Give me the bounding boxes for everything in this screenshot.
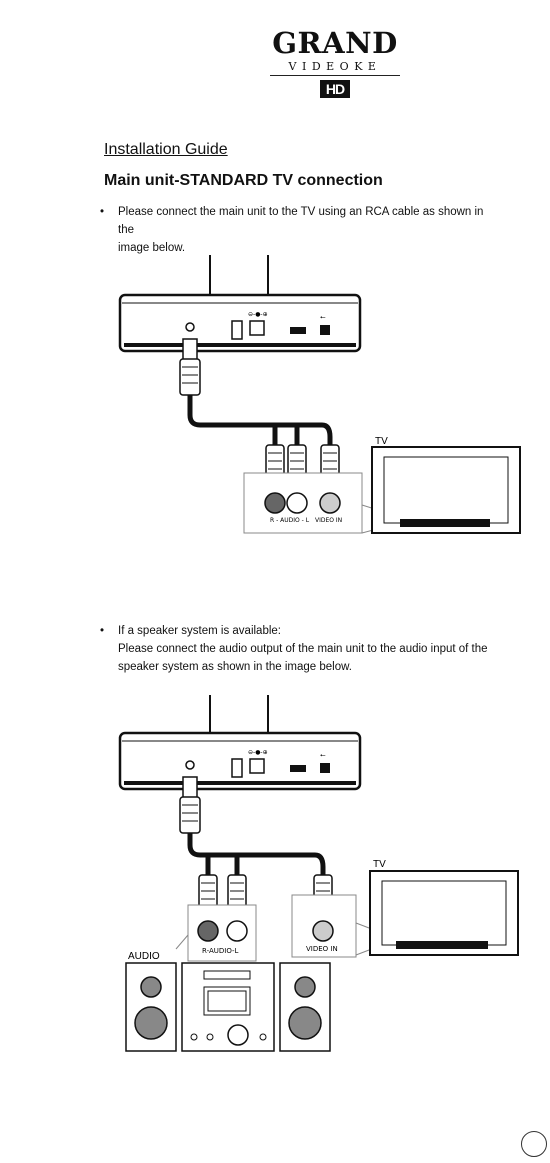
audio-in-label: R-AUDIO-L bbox=[202, 947, 239, 955]
audio-r-jack-icon bbox=[197, 920, 219, 942]
tv-label: TV bbox=[375, 436, 388, 447]
video-jack-icon bbox=[312, 920, 334, 942]
p2-line2: Please connect the audio output of the m… bbox=[118, 643, 488, 655]
logo-sub-text: VIDEOKE bbox=[270, 60, 400, 76]
video-in-label: VIDEO IN bbox=[315, 517, 342, 524]
bullet-icon: • bbox=[100, 206, 105, 218]
svg-text:⭠: ⭠ bbox=[320, 313, 326, 321]
instruction-paragraph-1: • Please connect the main unit to the TV… bbox=[100, 203, 496, 257]
video-in-label: VIDEO IN bbox=[306, 945, 338, 953]
page-number-circle bbox=[521, 1131, 547, 1157]
hdmi-port-icon bbox=[290, 327, 306, 334]
video-jack-icon bbox=[319, 492, 341, 514]
rca-plug-icon bbox=[182, 338, 198, 362]
instruction-paragraph-2: • If a speaker system is available: Plea… bbox=[100, 622, 496, 676]
p2-line3: speaker system as shown in the image bel… bbox=[118, 661, 352, 673]
svg-text:⊖-●-⊕: ⊖-●-⊕ bbox=[248, 311, 268, 318]
audio-l-jack-icon bbox=[226, 920, 248, 942]
rca-cable bbox=[187, 395, 333, 445]
usb-port-icon bbox=[320, 763, 330, 773]
audio-out-jack-icon bbox=[185, 322, 195, 332]
svg-text:⭠: ⭠ bbox=[320, 751, 326, 759]
power-switch-icon bbox=[231, 320, 243, 340]
speaker-label: AUDIO bbox=[128, 951, 160, 962]
amplifier-icon bbox=[181, 962, 275, 1052]
tv-label: TV bbox=[373, 859, 386, 870]
p1-line1: Please connect the main unit to the TV u… bbox=[118, 206, 484, 236]
rca-plug-icon bbox=[182, 776, 198, 800]
p1-line2: image below. bbox=[118, 242, 186, 254]
section-title: Main unit-STANDARD TV connection bbox=[104, 172, 383, 189]
svg-text:⊖-●-⊕: ⊖-●-⊕ bbox=[248, 749, 268, 756]
hdmi-port-icon bbox=[290, 765, 306, 772]
dc-in-icon bbox=[249, 320, 265, 336]
speaker-connection-diagram: ⊖-●-⊕ ⭠ R-AUDIO-L VIDEO IN TV AUDIO bbox=[118, 695, 519, 1052]
audio-r-jack-icon bbox=[264, 492, 286, 514]
left-speaker-icon bbox=[125, 962, 177, 1052]
right-speaker-icon bbox=[279, 962, 331, 1052]
audio-out-jack-icon bbox=[185, 760, 195, 770]
power-switch-icon bbox=[231, 758, 243, 778]
bullet-icon: • bbox=[100, 625, 105, 637]
usb-port-icon bbox=[320, 325, 330, 335]
audio-l-jack-icon bbox=[286, 492, 308, 514]
brand-logo: GRAND VIDEOKE HD bbox=[270, 28, 400, 99]
dc-in-icon bbox=[249, 758, 265, 774]
p2-line1: If a speaker system is available: bbox=[118, 625, 281, 637]
page-title: Installation Guide bbox=[104, 141, 228, 158]
audio-in-label: R - AUDIO - L bbox=[270, 517, 310, 524]
rca-cable bbox=[187, 833, 326, 875]
logo-brand-text: GRAND bbox=[272, 26, 398, 60]
tv-connection-diagram: ⊖-●-⊕ ⭠ R - AUDIO - L VIDEO IN TV bbox=[118, 255, 521, 534]
logo-hd-badge: HD bbox=[319, 80, 351, 98]
